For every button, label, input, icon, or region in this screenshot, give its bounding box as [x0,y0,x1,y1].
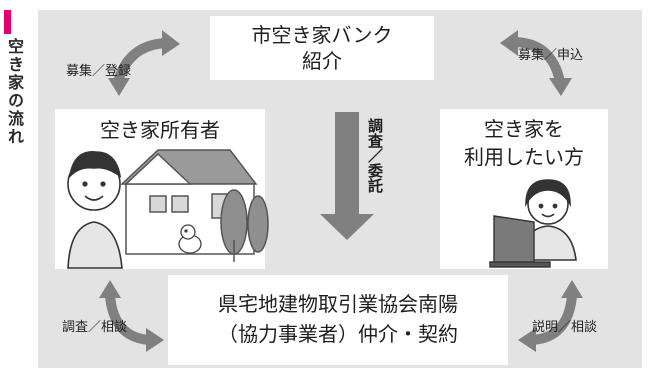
label-explain-consult: 説明／相談 [532,320,598,335]
agent-title: 県宅地建物取引業協会南陽 [218,292,458,316]
user-title-line1: 空き家を [484,117,564,141]
label-survey-consult: 調査／相談 [62,320,128,335]
man-icon [67,151,123,269]
side-strip: 空き家の流れ [0,0,24,376]
label-recruit-register: 募集／登録 [66,64,132,79]
laptop-icon [489,215,551,268]
tree-icon [220,189,269,262]
side-strip-title: 空き家の流れ [5,38,24,146]
label-recruit-apply: 募集／申込 [518,48,584,63]
curved-arrow-top-right-icon [500,30,572,96]
bank-title: 市空き家バンク [251,23,393,47]
curved-arrow-bottom-left-icon [99,280,164,352]
label-survey-entrust: 調査／委託 [366,118,384,193]
bank-subtitle: 紹介 [302,49,342,73]
curved-arrow-bottom-right-icon [518,280,583,352]
agent-box: 県宅地建物取引業協会南陽 （協力事業者）仲介・契約 [168,275,508,365]
accent-bar [4,10,11,34]
dog-icon [178,224,202,254]
user-title-line2: 利用したい方 [464,145,584,169]
down-arrow-icon [320,112,374,240]
bank-box: 市空き家バンク 紹介 [210,16,434,80]
agent-subtitle: （協力事業者）仲介・契約 [218,322,458,346]
curved-arrow-top-left-icon [108,30,180,96]
owner-title: 空き家所有者 [100,118,220,142]
